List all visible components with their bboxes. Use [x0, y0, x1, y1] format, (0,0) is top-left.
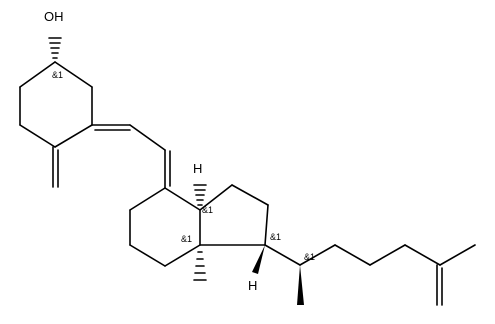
hashed-bond-oh [48, 37, 62, 59]
bond-c12-c11 [129, 244, 166, 267]
bond-c13-c12 [164, 244, 201, 267]
stereo-label-c14: &1 [202, 205, 213, 215]
terminal-methylene [436, 264, 443, 306]
stereo-label-c20: &1 [304, 252, 315, 262]
bond-c2-c3 [19, 61, 56, 88]
bond-c17-c20 [264, 244, 301, 266]
wedge-bond-methyl-c20 [297, 265, 304, 305]
bond-c24-c25 [404, 244, 441, 266]
bond-c3-c4 [54, 61, 93, 88]
ring-c [129, 187, 201, 267]
double-bond-c7-c8 [164, 149, 171, 189]
hashed-bond-h14 [193, 184, 207, 206]
bond-c20-c22 [299, 244, 336, 266]
ring-d [199, 184, 269, 246]
bond-c5-c10 [54, 124, 93, 148]
bond-c6-c7 [129, 124, 166, 151]
h-label-ring-junction: H [193, 161, 202, 176]
stereo-label-c17: &1 [270, 232, 281, 242]
exocyclic-methylene-c10 [52, 146, 59, 188]
hashed-bond-methyl-c13 [193, 251, 207, 281]
bond-c9-c8 [129, 187, 166, 211]
bond-c23-c24 [369, 244, 406, 266]
bond-c8-c14 [164, 187, 201, 211]
bond-c25-c26 [439, 244, 476, 266]
oh-label: OH [44, 9, 64, 24]
stereo-label-c3: &1 [52, 70, 63, 80]
bond-c16-c17 [264, 204, 269, 246]
bond-c10-c1 [19, 124, 56, 148]
wedge-bond-h17 [252, 245, 265, 274]
bond-c15-c16 [231, 184, 269, 206]
bond-c14-c15 [199, 184, 233, 211]
double-bond-c5-c6 [91, 124, 131, 131]
h-label-c17: H [248, 278, 257, 293]
bond-c22-c23 [334, 244, 371, 266]
stereo-label-c13: &1 [181, 234, 192, 244]
ring-a [19, 61, 93, 148]
